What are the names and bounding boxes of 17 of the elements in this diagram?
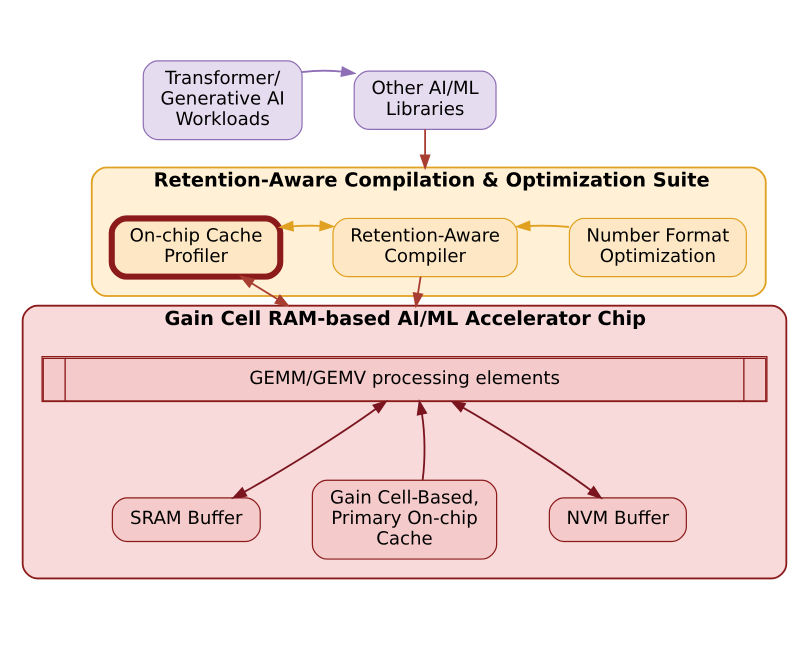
arrow <box>450 400 603 500</box>
arrow <box>514 220 570 232</box>
arrow <box>302 66 357 77</box>
node-box: Gain Cell-Based, Primary On-chip Cache <box>312 480 498 560</box>
node-box: NVM Buffer <box>548 497 687 542</box>
arrow <box>420 129 431 170</box>
arrow <box>412 276 424 308</box>
node-box: Transformer/ Generative AI Workloads <box>142 60 303 140</box>
node-box: On-chip Cache Profiler <box>108 215 284 280</box>
node-box: Retention-Aware Compiler <box>332 218 518 278</box>
arrow <box>416 399 428 480</box>
node-box: Other AI/ML Libraries <box>354 70 497 130</box>
node-box: SRAM Buffer <box>112 497 261 542</box>
arrow <box>238 275 290 308</box>
node-box: Number Format Optimization <box>568 218 747 278</box>
arrow <box>278 220 336 232</box>
arrow <box>231 400 388 500</box>
